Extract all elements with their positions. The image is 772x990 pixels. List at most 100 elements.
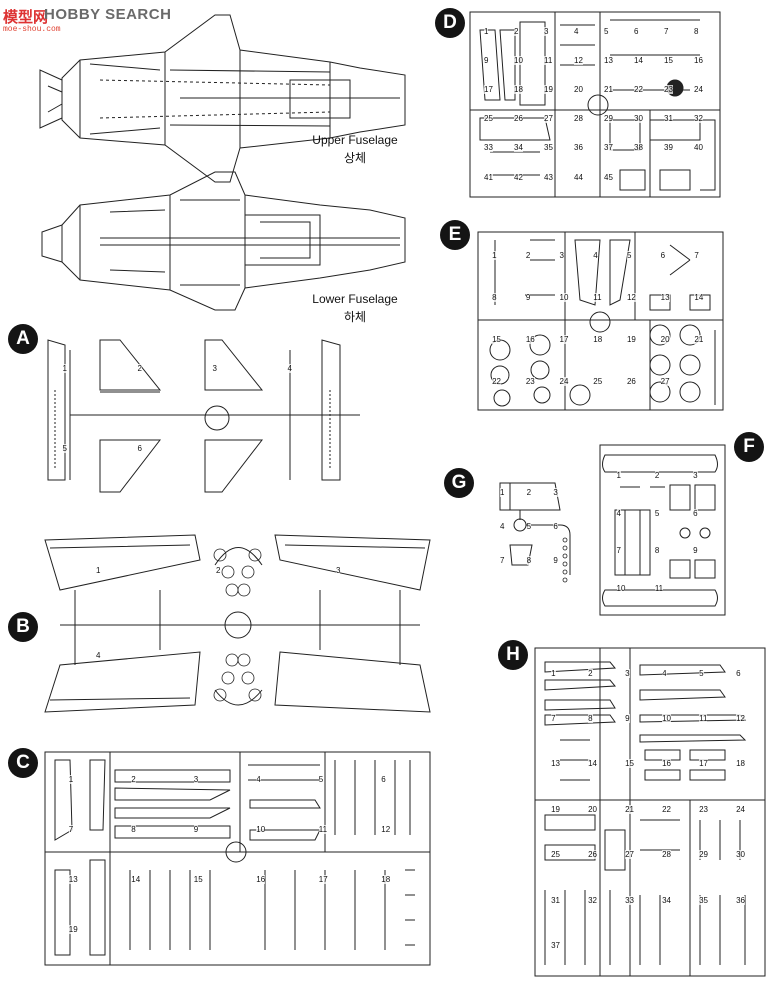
- upper-fuselage-caption: Upper Fuselage 상체: [300, 133, 410, 166]
- part-number-d-7: 7: [664, 26, 669, 36]
- part-number-d-13: 13: [604, 55, 613, 65]
- part-number-d-20: 20: [574, 85, 583, 95]
- part-number-c-10: 10: [256, 825, 266, 834]
- part-number-c-2: 2: [131, 775, 136, 784]
- part-number-e-22: 22: [492, 376, 502, 386]
- part-number-d-17: 17: [484, 85, 493, 95]
- part-number-e-26: 26: [626, 376, 636, 386]
- watermark-name: HOBBY SEARCH: [44, 6, 172, 23]
- part-number-d-26: 26: [514, 114, 523, 124]
- part-number-c-6: 6: [381, 775, 386, 784]
- part-number-h-17: 17: [699, 759, 708, 769]
- sprue-g: [499, 482, 571, 583]
- part-number-g-8: 8: [526, 556, 532, 566]
- part-number-b-2: 2: [216, 565, 221, 575]
- part-number-h-13: 13: [551, 759, 560, 769]
- part-number-c-16: 16: [256, 875, 266, 884]
- part-number-b-3: 3: [336, 565, 341, 575]
- part-number-d-35: 35: [544, 143, 553, 153]
- part-number-c-5: 5: [318, 775, 324, 784]
- part-number-h-28: 28: [662, 850, 671, 860]
- part-number-h-26: 26: [588, 850, 597, 860]
- part-number-d-45: 45: [604, 172, 613, 182]
- part-number-e-16: 16: [525, 334, 535, 344]
- part-number-d-23: 23: [664, 85, 673, 95]
- part-number-h-10: 10: [662, 714, 671, 724]
- part-number-e-10: 10: [559, 292, 569, 302]
- upper-fuselage-drawing: [39, 14, 406, 183]
- part-number-e-5: 5: [626, 250, 632, 260]
- part-number-d-43: 43: [544, 172, 553, 182]
- part-number-d-18: 18: [514, 85, 523, 95]
- part-number-d-16: 16: [694, 55, 703, 65]
- part-number-h-37: 37: [551, 941, 560, 951]
- sprue-d: [469, 11, 721, 198]
- part-number-e-7: 7: [694, 250, 699, 260]
- part-number-h-32: 32: [588, 895, 597, 905]
- part-number-d-8: 8: [694, 26, 699, 36]
- part-number-c-11: 11: [318, 825, 328, 834]
- part-number-d-6: 6: [634, 26, 639, 36]
- part-number-f-1: 1: [616, 471, 621, 481]
- part-number-e-21: 21: [694, 334, 704, 344]
- part-number-d-29: 29: [604, 114, 613, 124]
- part-number-d-32: 32: [694, 114, 703, 124]
- part-number-f-9: 9: [693, 546, 698, 556]
- part-number-e-17: 17: [559, 334, 569, 344]
- part-number-a-4: 4: [287, 364, 292, 373]
- part-number-f-11: 11: [654, 583, 664, 593]
- part-number-d-34: 34: [514, 143, 523, 153]
- part-number-h-5: 5: [699, 668, 704, 678]
- part-number-e-6: 6: [660, 250, 666, 260]
- part-number-h-2: 2: [588, 668, 593, 678]
- watermark: 模型网 HOBBY SEARCH moe-shou.com: [0, 2, 175, 36]
- part-number-e-3: 3: [559, 250, 564, 260]
- part-number-f-10: 10: [616, 583, 626, 593]
- part-number-a-1: 1: [62, 364, 67, 373]
- part-number-d-44: 44: [574, 172, 583, 182]
- part-number-c-3: 3: [193, 775, 199, 784]
- part-number-h-18: 18: [736, 759, 745, 769]
- sprue-e-badge: E: [440, 220, 470, 250]
- sprue-c-badge: C: [8, 748, 38, 778]
- watermark-logo-text: 模型网: [3, 9, 49, 26]
- part-number-f-6: 6: [693, 508, 698, 518]
- part-number-e-2: 2: [525, 250, 531, 260]
- part-number-g-2: 2: [526, 488, 532, 498]
- part-number-a-6: 6: [137, 444, 142, 453]
- part-number-c-13: 13: [68, 875, 78, 884]
- part-number-h-35: 35: [699, 895, 708, 905]
- part-number-e-4: 4: [593, 250, 598, 260]
- part-number-c-15: 15: [193, 875, 203, 884]
- part-number-d-19: 19: [544, 85, 553, 95]
- part-number-d-38: 38: [634, 143, 643, 153]
- part-number-h-19: 19: [551, 804, 560, 814]
- part-number-f-5: 5: [654, 508, 660, 518]
- part-number-e-15: 15: [492, 334, 502, 344]
- part-number-h-3: 3: [625, 668, 630, 678]
- sprue-h: [534, 647, 766, 977]
- part-number-c-9: 9: [193, 825, 199, 834]
- part-number-c-8: 8: [131, 825, 136, 834]
- lower-fuselage-label-en: Lower Fuselage: [312, 292, 398, 306]
- part-number-h-1: 1: [551, 668, 556, 678]
- part-number-c-18: 18: [381, 875, 391, 884]
- part-number-e-27: 27: [660, 376, 670, 386]
- part-number-h-23: 23: [699, 804, 708, 814]
- sprue-c: [44, 751, 431, 966]
- part-number-h-6: 6: [736, 668, 741, 678]
- part-number-h-24: 24: [736, 804, 745, 814]
- part-number-h-9: 9: [625, 714, 630, 724]
- part-number-d-41: 41: [484, 172, 493, 182]
- sprue-b-badge: B: [8, 612, 38, 642]
- part-number-c-7: 7: [68, 825, 74, 834]
- part-number-h-27: 27: [625, 850, 634, 860]
- part-number-f-4: 4: [616, 508, 621, 518]
- part-number-g-3: 3: [553, 488, 558, 498]
- part-number-h-8: 8: [588, 714, 593, 724]
- part-number-d-33: 33: [484, 143, 493, 153]
- part-number-h-11: 11: [699, 714, 708, 724]
- part-number-h-22: 22: [662, 804, 671, 814]
